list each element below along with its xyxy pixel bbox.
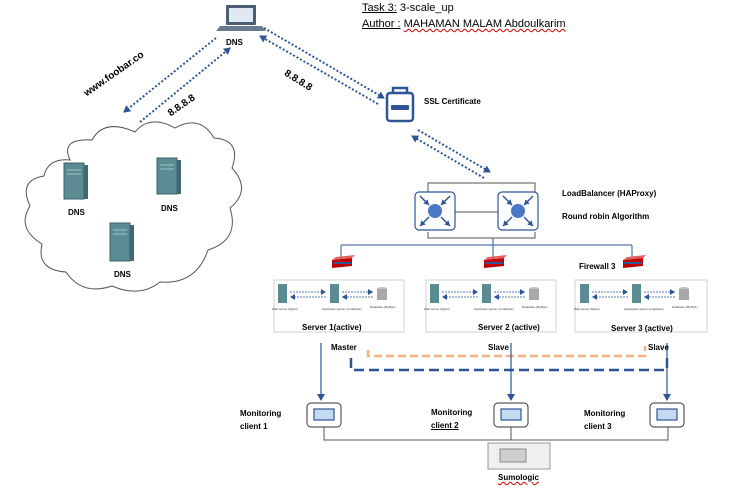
dns-server-icon-3 <box>109 222 134 262</box>
task-label: Task 3: <box>362 2 397 14</box>
monitoring-client-icon-1 <box>306 402 342 428</box>
author-name: MAHAMAN MALAM Abdoulkarim <box>403 18 566 30</box>
server-2-db-caption: Database (MySQL) <box>522 305 548 309</box>
sumologic-label: Sumologic <box>498 473 539 482</box>
laptop-to-cloud-arrow <box>123 37 217 113</box>
server-3-app-caption: Application server (codebase) <box>624 307 664 311</box>
load-balancer-icon-2 <box>497 191 539 231</box>
replication-line-blue <box>349 358 669 372</box>
server-3-name: Server 3 (active) <box>611 324 673 333</box>
server-box-2-icons <box>430 284 539 303</box>
server-box-3-icons <box>580 284 689 303</box>
monitoring-client-icon-3 <box>649 402 685 428</box>
cloud-to-laptop-arrow <box>139 47 231 123</box>
server-1-name: Server 1(active) <box>302 323 362 332</box>
lb-to-ssl-arrow <box>411 135 485 179</box>
replication-line-orange <box>366 346 647 358</box>
server-2-app-caption: Application server (codebase) <box>474 307 514 311</box>
cloud-dns-label-1: DNS <box>68 208 85 217</box>
firewall-icon-1 <box>332 255 355 268</box>
monitoring-client-icon-2 <box>493 402 529 428</box>
slave-label-2: Slave <box>648 343 669 352</box>
slave-label-1: Slave <box>488 343 509 352</box>
author-line: Author : MAHAMAN MALAM Abdoulkarim <box>362 18 566 30</box>
firewall-icon-2 <box>484 255 507 268</box>
server-1-web-caption: Web server (Nginx) <box>272 307 298 311</box>
task-title: Task 3: 3-scale_up <box>362 2 454 14</box>
server-1-app-caption: Application server (codebase) <box>322 307 362 311</box>
server-2-name: Server 2 (active) <box>478 323 540 332</box>
ssl-to-laptop-arrow <box>259 35 379 105</box>
ssl-label: SSL Certificate <box>424 97 481 106</box>
firewall-label: Firewall 3 <box>579 262 616 271</box>
ssl-to-lb-arrow <box>417 129 491 173</box>
server-3-db-caption: Database (MySQL) <box>672 305 698 309</box>
cloud-dns-label-2: DNS <box>161 204 178 213</box>
task-value: 3-scale_up <box>399 2 454 14</box>
dns-server-icon-1 <box>63 162 88 200</box>
laptop-to-ssl-arrow <box>263 27 385 99</box>
sumologic-icon <box>487 442 551 470</box>
author-label: Author : <box>362 18 401 30</box>
server-3-web-caption: Web server (Nginx) <box>574 307 600 311</box>
dns-server-icon-2 <box>156 157 181 195</box>
laptop-icon <box>216 5 266 31</box>
server-box-1-icons <box>278 284 387 303</box>
cloud-dns-label-3: DNS <box>114 270 131 279</box>
firewall-icon-3 <box>623 255 646 268</box>
server-2-web-caption: Web server (Nginx) <box>424 307 450 311</box>
laptop-label: DNS <box>226 38 243 47</box>
load-balancer-icon-1 <box>414 191 456 231</box>
ssl-certificate-icon <box>385 86 415 123</box>
monitor-bus-line <box>323 427 669 441</box>
load-balancer-label: LoadBalancer (HAProxy) <box>562 189 657 198</box>
algorithm-label: Round robin Algorithm <box>562 212 650 221</box>
server-1-db-caption: Database (MySQL) <box>370 305 396 309</box>
master-label: Master <box>331 343 357 352</box>
dns-cloud <box>24 121 242 292</box>
